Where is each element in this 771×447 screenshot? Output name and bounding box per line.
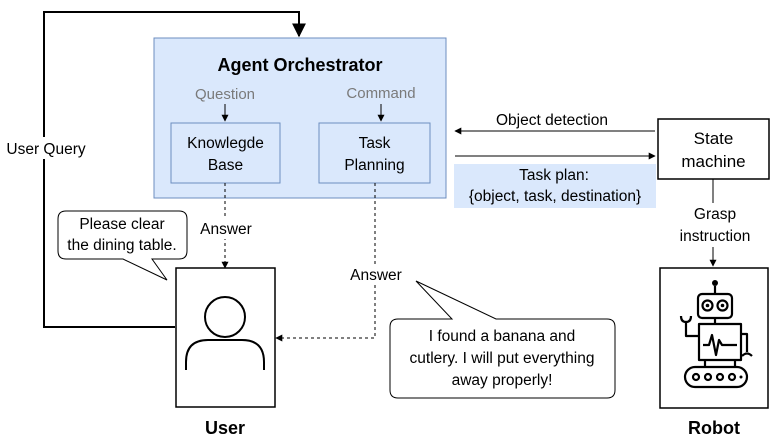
state-machine-line2: machine — [681, 152, 745, 171]
state-machine-line1: State — [694, 129, 734, 148]
reply-speech-bubble: I found a banana and cutlery. I will put… — [389, 280, 616, 399]
question-label: Question — [195, 86, 255, 103]
user-speech-line1: Please clear — [79, 216, 164, 233]
reply-speech-line1: I found a banana and — [429, 328, 576, 345]
knowledge-base-line1: Knowlegde — [187, 135, 264, 152]
knowledge-base-node: Knowlegde Base — [170, 122, 281, 184]
user-query-label: User Query — [6, 141, 85, 158]
object-detection-label: Object detection — [496, 112, 608, 129]
robot-node — [659, 267, 769, 409]
command-label: Command — [346, 85, 415, 102]
task-plan-line2: {object, task, destination} — [469, 188, 641, 205]
task-planning-line2: Planning — [344, 157, 404, 174]
tp-answer-arrow — [275, 183, 376, 342]
task-planning-node: Task Planning — [318, 122, 431, 184]
kb-answer-label: Answer — [200, 221, 252, 238]
grasp-line1: Grasp — [694, 206, 736, 223]
robot-icon — [679, 280, 753, 389]
task-plan-label-bg — [454, 164, 656, 208]
robot-label: Robot — [688, 418, 740, 438]
user-node — [175, 267, 276, 408]
agent-orchestrator-title: Agent Orchestrator — [217, 55, 382, 75]
task-planning-line1: Task — [359, 135, 391, 152]
user-icon — [185, 296, 265, 370]
user-query-loop — [43, 11, 306, 328]
knowledge-base-line2: Base — [208, 157, 243, 174]
tp-answer-label: Answer — [350, 267, 402, 284]
user-speech-bubble: Please clear the dining table. — [57, 210, 188, 281]
reply-speech-line2: cutlery. I will put everything — [410, 350, 595, 367]
grasp-line2: instruction — [680, 228, 751, 245]
user-speech-line2: the dining table. — [67, 237, 176, 254]
task-plan-line1: Task plan: — [519, 167, 589, 184]
user-label: User — [205, 418, 245, 438]
state-machine-node: State machine — [657, 118, 770, 180]
reply-speech-line3: away properly! — [452, 372, 553, 389]
